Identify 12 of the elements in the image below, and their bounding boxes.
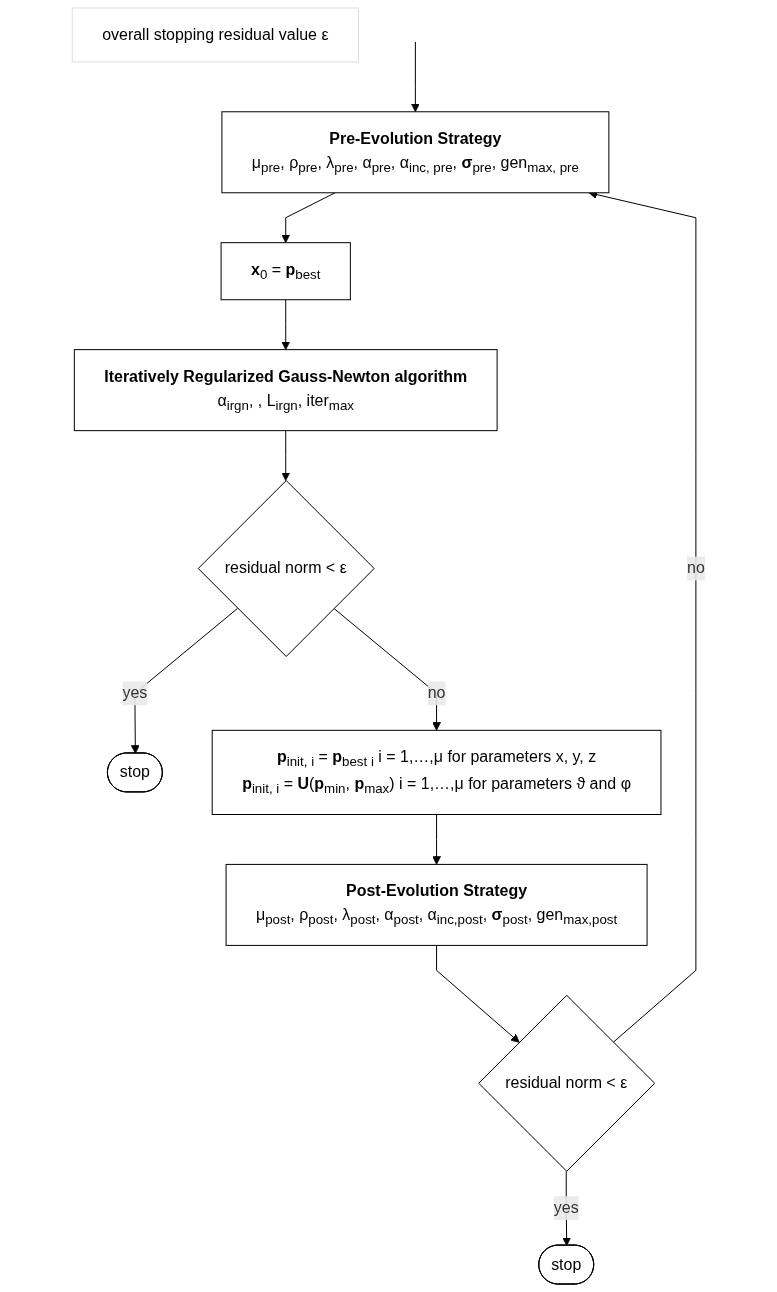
node-box: Post-Evolution Strategy μ$_{post}$, ρ$_{post}$, λ$_{post}$, α$_{post}$, α$_{inc,post}$, σ$_{post}$, gen$_{max,post}$ — [225, 863, 648, 946]
edge-label: yes — [553, 1199, 579, 1217]
edge-label: no — [687, 559, 705, 577]
node-diamond: residual norm < ε — [478, 994, 656, 1172]
node-diamond: residual norm < ε — [197, 480, 375, 657]
node-box: Iteratively Regularized Gauss-Newton algorithm α$_{irgn}$, , L$_{irgn}$, iter$_{max}$ — [73, 349, 498, 432]
edge-label: no — [427, 684, 446, 702]
edge-label: yes — [122, 684, 148, 702]
node-box: p$_{init, i}$ = p$_{best i}$ i = 1,…,μ for parameters x, y, z p$_{init, i}$ = U(p$_{min}$, p$_{max}$) i = 1,…,μ for parameters ϑ and φ — [211, 729, 662, 815]
node-box: x$_{0}$ = p$_{best}$ — [220, 242, 351, 301]
node-box: Pre-Evolution Strategy μ$_{pre}$, ρ$_{pre}$, λ$_{pre}$, α$_{pre}$, α$_{inc, pre}$, σ$_{pre}$, gen$_{max, pre}$ — [221, 111, 610, 194]
node-box: overall stopping residual value ε — [71, 7, 359, 63]
